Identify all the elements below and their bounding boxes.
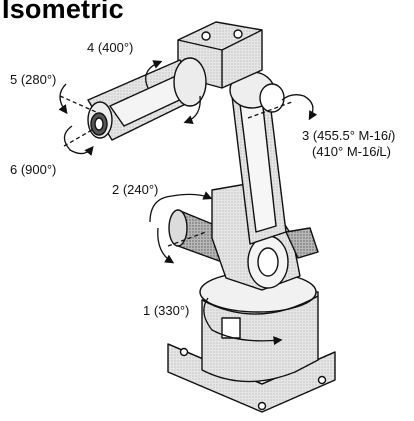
axis-6-label: 6 (900°) [10, 162, 57, 177]
axis-5-arrow [58, 83, 68, 115]
axis-4-arrow-top [145, 60, 163, 89]
axis-3-label-b-end: ) [386, 144, 391, 159]
axis-3-label-b-mid: L [379, 144, 387, 159]
axis-3-label-a-italic: i [388, 128, 392, 143]
axis-2-arrow-bottom [157, 227, 175, 264]
axis-1-label: 1 (330°) [143, 303, 190, 318]
diagram-title: Isometric [2, 0, 124, 24]
axis-arrows [58, 60, 318, 346]
axis-4-label: 4 (400°) [87, 40, 134, 55]
axis-3-label-line2: (410° M-16iL) [312, 144, 391, 159]
axis-3-label-b-italic: i [376, 144, 380, 159]
axis-3-label-line1: 3 (455.5° M-16i) [302, 128, 395, 143]
robot-upper-arm [87, 21, 263, 141]
axis-2-label: 2 (240°) [112, 182, 159, 197]
axis-6-arrow [63, 125, 94, 156]
axis-3-arrow [281, 94, 318, 121]
robot-lower-arm [168, 71, 319, 291]
axis-2-arrow-top [149, 191, 213, 223]
axis-3-label-b: (410° M-16 [312, 144, 377, 159]
axis-5-label: 5 (280°) [10, 72, 57, 87]
axis-3-label-a-end: ) [391, 128, 396, 143]
axis-1-arrow [203, 297, 283, 346]
axis-4-arrow-bottom [183, 95, 201, 124]
axis-3-label-a: 3 (455.5° M-16 [302, 128, 389, 143]
robot-base [167, 271, 336, 413]
